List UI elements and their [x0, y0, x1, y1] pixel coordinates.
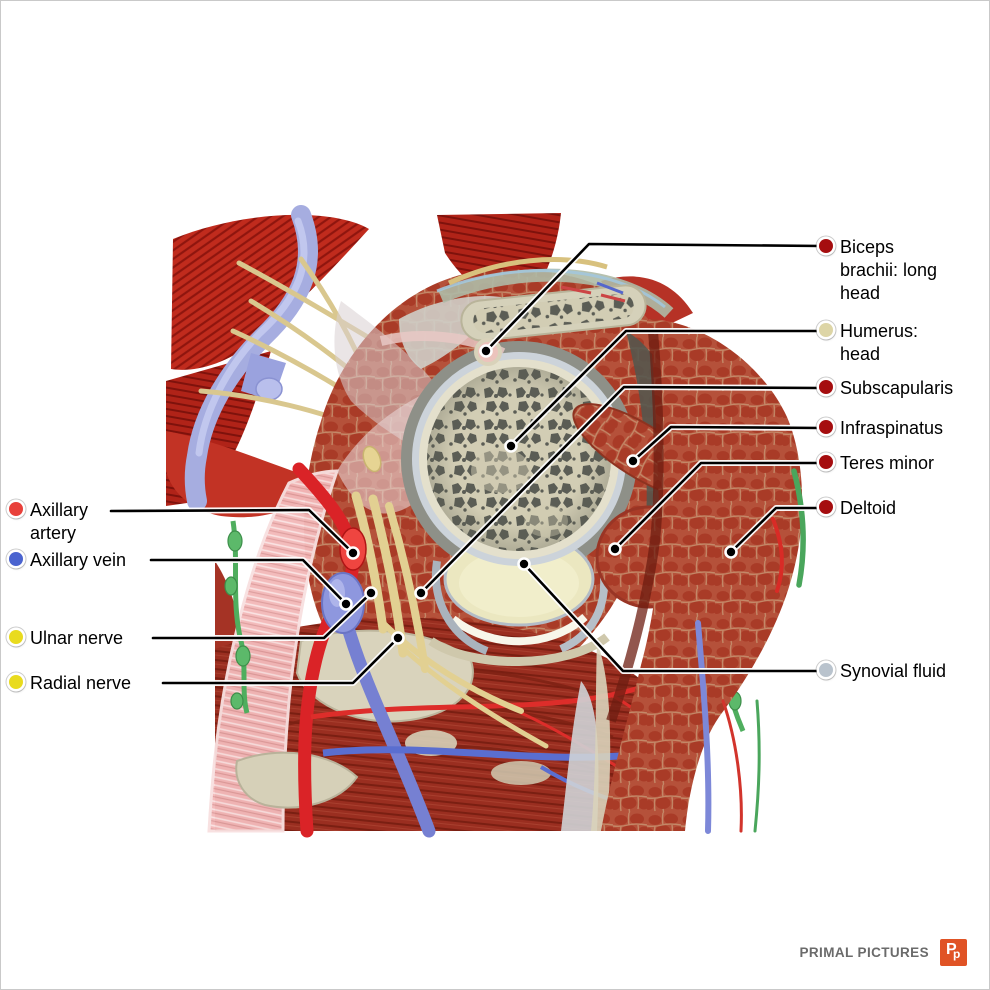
label-text: Biceps brachii: long head	[840, 237, 938, 303]
label-axillary-artery[interactable]: Axillary artery	[9, 499, 88, 545]
label-subscapularis[interactable]: Subscapularis	[819, 377, 953, 400]
label-infraspinatus[interactable]: Infraspinatus	[819, 417, 943, 440]
brand-name: PRIMAL PICTURES	[799, 944, 929, 960]
label-text: Subscapularis	[840, 378, 954, 398]
muscle-dot-icon	[819, 380, 833, 394]
fascia-bone-sliver	[561, 641, 611, 831]
label-text: Humerus: head	[840, 321, 919, 364]
label-radial-nerve[interactable]: Radial nerve	[9, 672, 131, 695]
scapula-bone-fragments	[235, 629, 551, 809]
label-synovial-fluid[interactable]: Synovial fluid	[819, 660, 946, 683]
label-text: Infraspinatus	[840, 418, 944, 438]
label-teres-minor[interactable]: Teres minor	[819, 452, 934, 475]
cephalic-vein	[184, 205, 318, 511]
fluid-dot-icon	[819, 663, 833, 677]
label-humerus-head[interactable]: Humerus: head	[819, 320, 918, 366]
label-biceps-brachii-long-head[interactable]: Biceps brachii: long head	[819, 236, 937, 305]
label-text: Deltoid	[840, 498, 897, 518]
leader-target-dots	[339, 344, 738, 645]
label-text: Radial nerve	[30, 673, 132, 693]
deltoid-muscle[interactable]	[601, 319, 803, 831]
label-deltoid[interactable]: Deltoid	[819, 497, 896, 520]
label-text: Synovial fluid	[840, 661, 947, 681]
deltoid-border-vessels	[695, 468, 806, 834]
leader-lines	[108, 241, 825, 686]
label-ulnar-nerve[interactable]: Ulnar nerve	[9, 627, 123, 650]
label-text: Axillary vein	[30, 550, 127, 570]
nerve-dot-icon	[9, 675, 23, 689]
label-text: Axillary artery	[30, 500, 89, 543]
primal-pictures-logo-icon[interactable]: P p	[940, 938, 967, 966]
brachial-plexus-cords	[351, 445, 549, 749]
vein-dot-icon	[9, 552, 23, 566]
label-text: Teres minor	[840, 453, 935, 473]
muscle-dot-icon	[819, 420, 833, 434]
label-text: Ulnar nerve	[30, 628, 124, 648]
branding: PRIMAL PICTURES P p	[799, 937, 967, 967]
artery-dot-icon	[9, 502, 23, 516]
label-axillary-vein[interactable]: Axillary vein	[9, 549, 126, 572]
humerus-head-cross-section[interactable]	[412, 352, 626, 566]
muscle-dot-icon	[819, 500, 833, 514]
muscle-dot-icon	[819, 239, 833, 253]
bone-dot-icon	[819, 323, 833, 337]
nerve-dot-icon	[9, 630, 23, 644]
muscle-dot-icon	[819, 455, 833, 469]
